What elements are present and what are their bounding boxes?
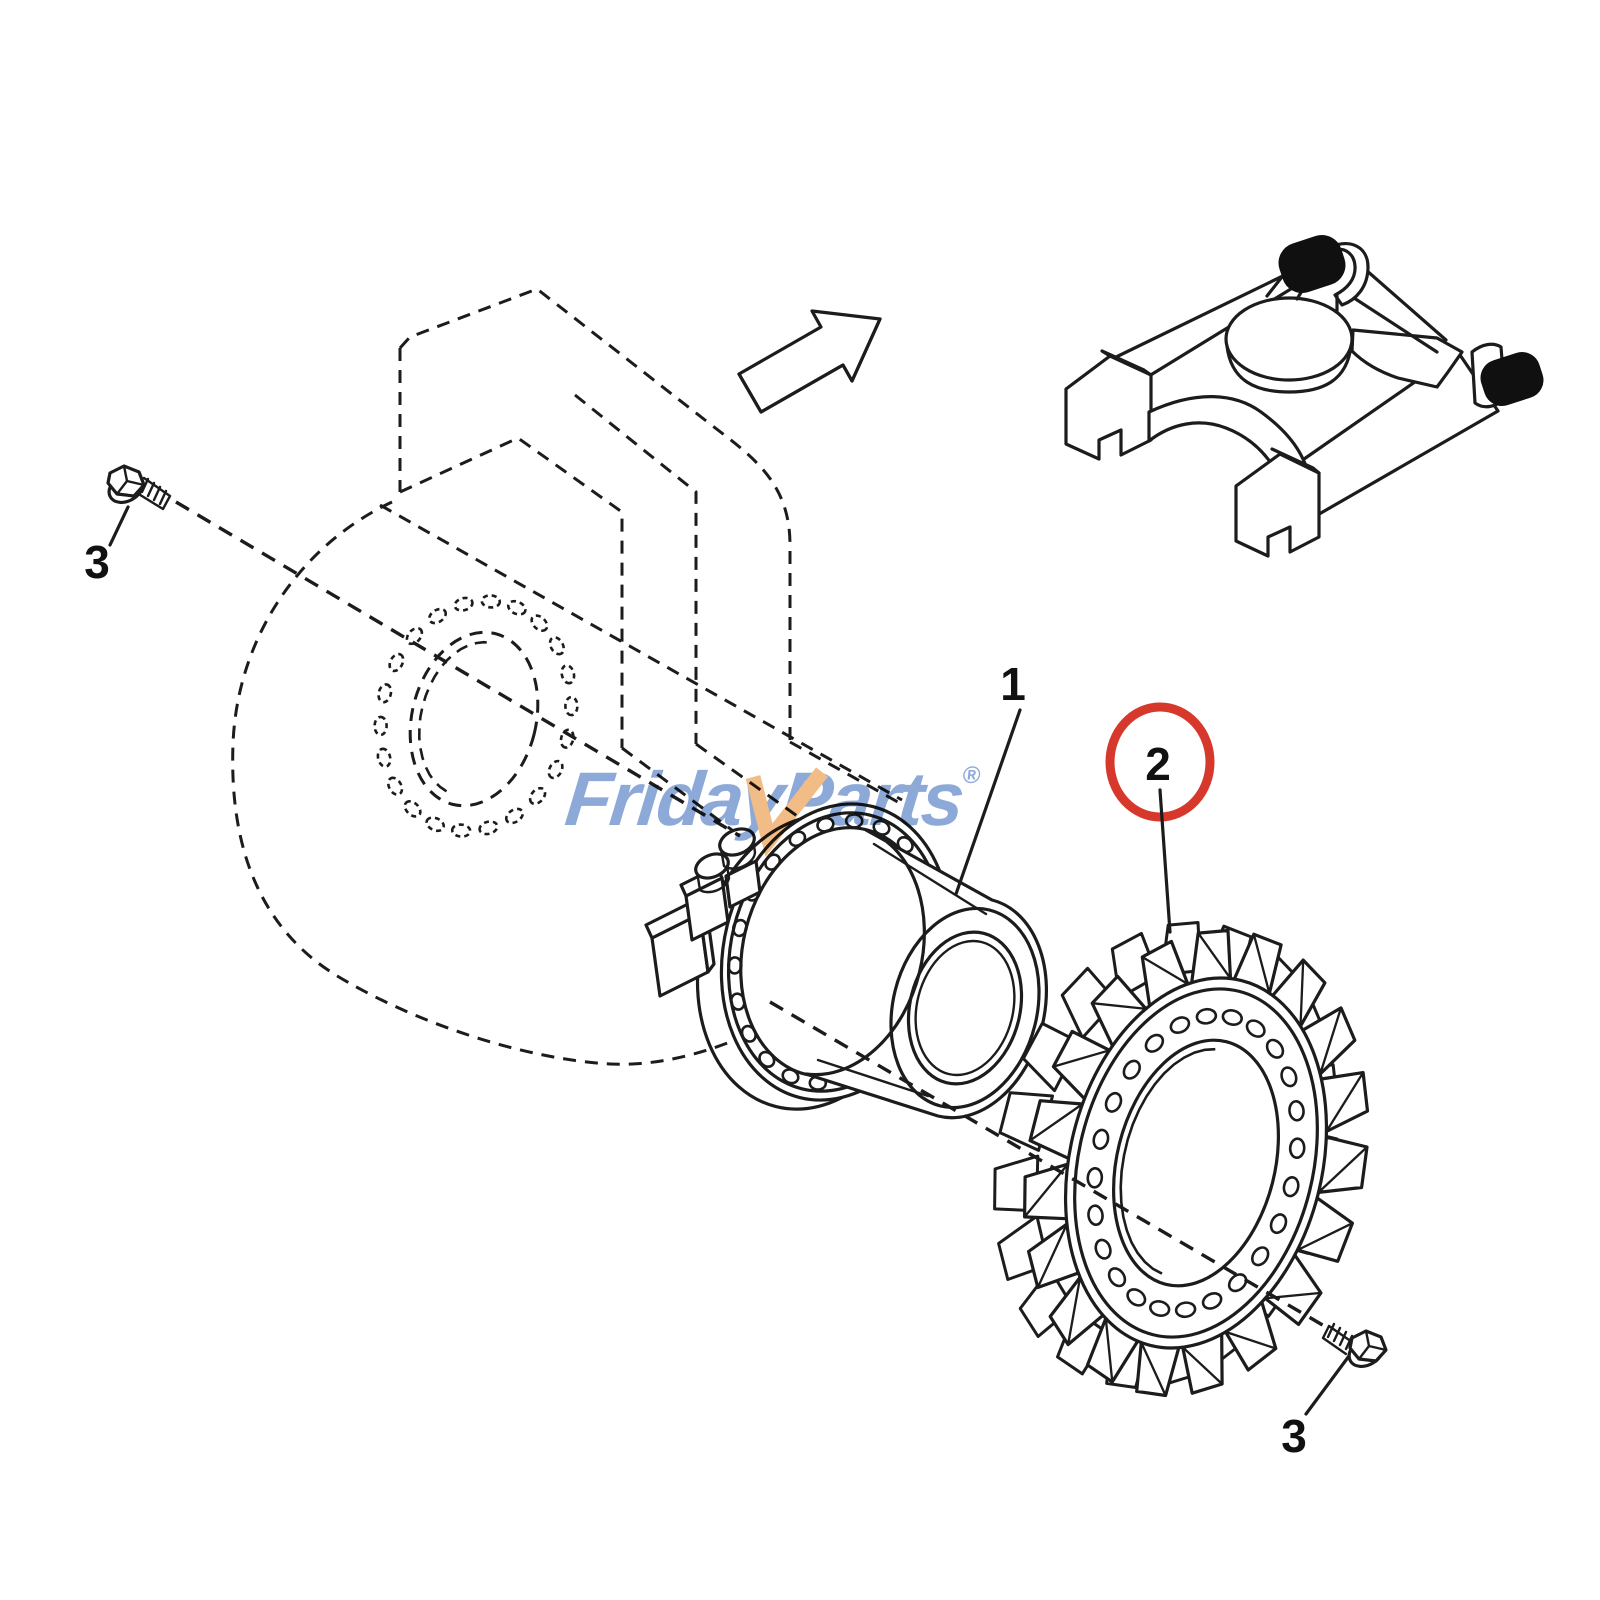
frame-top-right-rail (1352, 268, 1448, 354)
axis-line-upper (175, 500, 741, 838)
frame-center-boss (1224, 296, 1354, 382)
motor-hub-face-ring (889, 906, 1041, 1110)
top-roller-bracket (1328, 242, 1370, 307)
assembly-axis-lines (175, 500, 1327, 1329)
direction-arrow-icon (737, 309, 882, 414)
bolt-hex-facets (1357, 1329, 1388, 1361)
motor-hub-bore (906, 930, 1024, 1086)
callout-1-label: 1 (1000, 658, 1026, 710)
callout-2-label: 2 (1145, 738, 1171, 790)
mount-plate-opening-inner-arc (417, 640, 492, 793)
motor-drum-top-line (872, 842, 988, 916)
frame-bottom-foot-flange (1270, 447, 1321, 475)
motor-hub-bore-inner (914, 939, 1016, 1077)
callout-3a-leader (108, 505, 130, 547)
mount-plate-outline (231, 500, 887, 1066)
mounting-bolt-upper (106, 464, 172, 511)
sprocket-opening-inner-arc (1119, 1047, 1216, 1275)
mount-plate-opening (408, 630, 540, 808)
mount-plate-top-edge (379, 503, 903, 802)
sprocket-rim-inner-line (1073, 987, 1319, 1339)
bracket-outer-edge (398, 287, 792, 742)
callout-3b-label: 3 (1281, 1410, 1307, 1462)
top-roller (1278, 235, 1346, 293)
callout-3a-label: 3 (84, 536, 110, 588)
arrow-shadow-edge (737, 317, 882, 414)
right-roller (1480, 352, 1544, 406)
bolt-threads (1326, 1322, 1354, 1351)
bracket-foot-edge-3 (789, 740, 906, 808)
track-frame-thumbnail (1064, 235, 1544, 558)
bracket-inner-edge-2 (574, 393, 698, 744)
callouts: 1 2 3 3 (84, 505, 1351, 1462)
frame-right-arm (1350, 328, 1464, 389)
callout-2-leader (1158, 788, 1172, 934)
bolt-hex-facets (115, 464, 146, 496)
bolt-shank (1321, 1324, 1354, 1356)
mounting-bolt-lower (1321, 1322, 1388, 1369)
bracket-inner-edge-1 (399, 436, 624, 748)
sprocket-center-opening (1111, 1038, 1281, 1288)
callout-1-leader (954, 708, 1022, 896)
axis-line-lower (769, 1000, 1327, 1329)
bracket-foot-edge-2 (695, 742, 801, 820)
mounting-bracket-outline (231, 287, 906, 1066)
frame-left-foot (1064, 354, 1153, 461)
frame-top-rail-a (1110, 270, 1293, 361)
fitting-cylinder-a-cap (694, 852, 730, 880)
drive-sprocket (993, 921, 1370, 1398)
motor-drum-bottom-line (816, 1058, 930, 1098)
final-drive-motor (644, 802, 1049, 1120)
frame-bottom-foot (1234, 452, 1321, 558)
frame-left-foot-flange (1100, 349, 1153, 377)
frame-center-boss-thickness (1225, 344, 1353, 394)
callout-3b-leader (1304, 1354, 1351, 1416)
sprocket-bolt-holes (1086, 1007, 1306, 1319)
mount-plate-bolt-hole-ring (373, 594, 579, 838)
bracket-foot-edge-1 (621, 746, 741, 838)
callout-2-highlight-circle (1105, 702, 1215, 822)
